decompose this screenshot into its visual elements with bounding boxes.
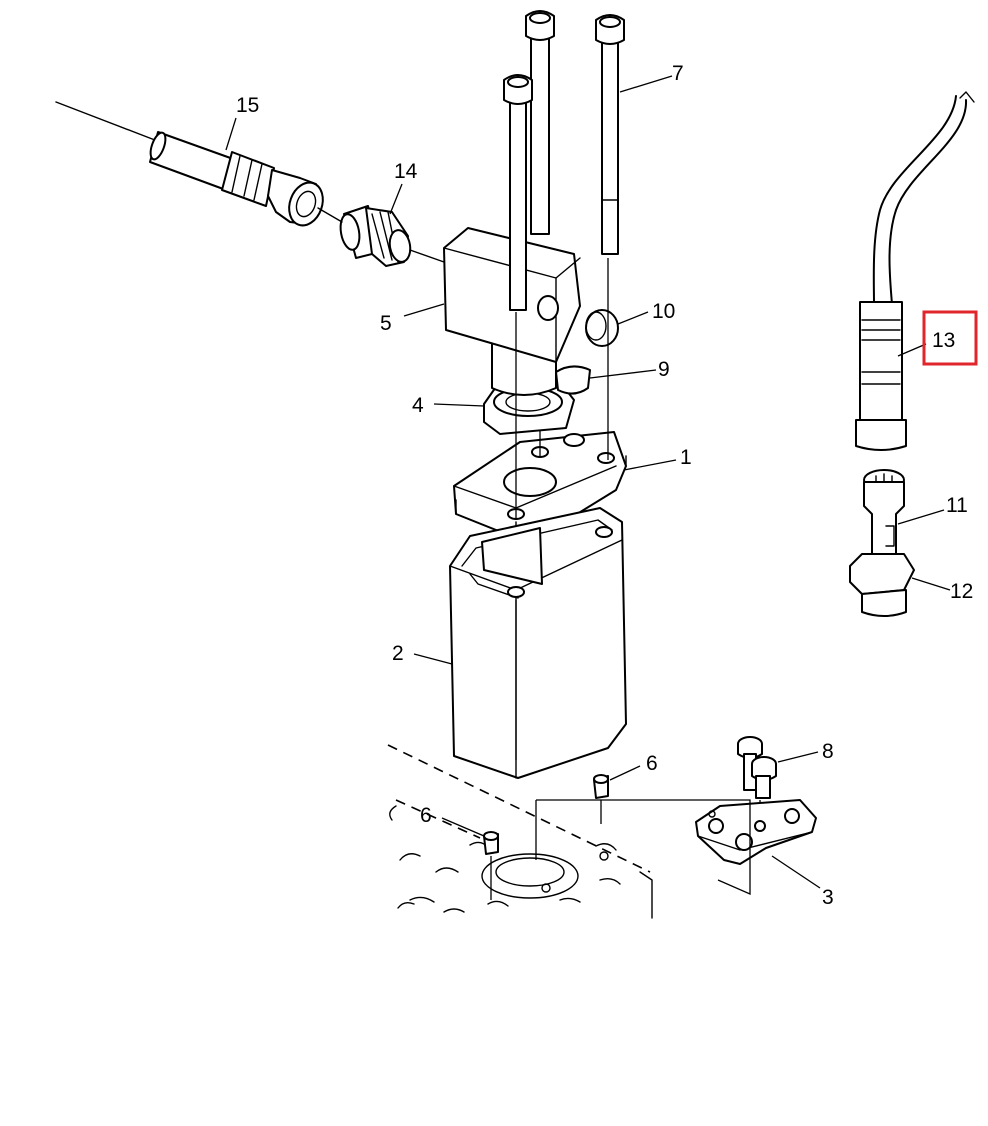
injector-block-5 bbox=[443, 74, 581, 396]
label-8: 8 bbox=[822, 740, 834, 763]
mounting-casting bbox=[387, 744, 653, 919]
label-11: 11 bbox=[946, 494, 968, 517]
label-14: 14 bbox=[394, 160, 418, 183]
label-15: 15 bbox=[236, 94, 259, 117]
label-4: 4 bbox=[412, 394, 424, 417]
flange-plate-1 bbox=[453, 431, 627, 539]
label-2: 2 bbox=[392, 642, 404, 665]
label-9: 9 bbox=[658, 358, 670, 381]
label-10: 10 bbox=[652, 300, 675, 323]
screws-8 bbox=[737, 736, 777, 799]
leader-lines bbox=[225, 75, 951, 895]
label-13: 13 bbox=[932, 329, 955, 352]
label-12: 12 bbox=[950, 580, 973, 603]
dowel-pins-6 bbox=[483, 774, 609, 900]
cable-connector-13 bbox=[855, 91, 975, 451]
label-6b: 6 bbox=[420, 804, 432, 827]
lock-nut-12 bbox=[849, 553, 915, 617]
adapter-fitting-14 bbox=[317, 205, 445, 267]
label-6a: 6 bbox=[646, 752, 658, 775]
highlight-box-13 bbox=[922, 310, 978, 366]
speed-sensor-11 bbox=[863, 469, 905, 567]
alignment-lines bbox=[515, 258, 761, 828]
bolts-7 bbox=[525, 10, 625, 255]
plug-9 bbox=[555, 365, 591, 395]
pump-housing-2 bbox=[449, 507, 627, 779]
pipe-assembly-15 bbox=[55, 101, 324, 227]
label-7: 7 bbox=[672, 62, 684, 85]
label-5: 5 bbox=[380, 312, 392, 335]
label-1: 1 bbox=[680, 446, 692, 469]
cap-10 bbox=[585, 309, 619, 347]
label-3: 3 bbox=[822, 886, 834, 909]
part-labels: 15 14 7 5 10 9 4 1 2 6 6 8 3 11 12 13 bbox=[236, 62, 973, 909]
sensor-bracket-3 bbox=[695, 799, 817, 865]
